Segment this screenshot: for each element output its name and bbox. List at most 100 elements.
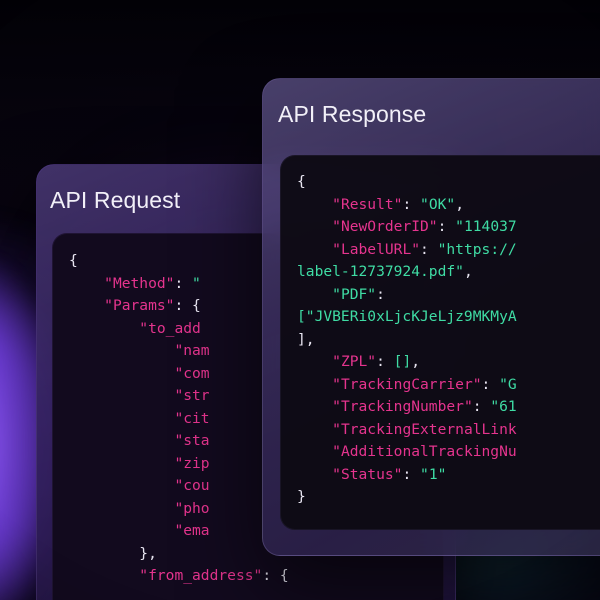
code-key: "pho <box>174 499 210 517</box>
code-punctuation <box>69 320 139 337</box>
code-key: "NewOrderID" <box>332 218 438 235</box>
code-punctuation: : <box>376 285 385 303</box>
code-key: "sta <box>174 432 210 449</box>
code-punctuation <box>297 218 332 235</box>
code-punctuation: : { <box>174 297 201 314</box>
code-punctuation: { <box>69 252 78 269</box>
code-punctuation: : <box>402 195 421 213</box>
code-punctuation: : <box>402 465 421 483</box>
code-punctuation <box>69 500 174 517</box>
api-response-code-pane[interactable]: { "Result": "OK", "NewOrderID": "114037 … <box>280 155 600 530</box>
code-key: "Method" <box>104 274 175 292</box>
code-line: "cou <box>69 475 289 498</box>
code-punctuation: : <box>472 398 491 415</box>
code-punctuation <box>69 275 104 292</box>
api-request-title: API Request <box>50 187 181 213</box>
code-key: "TrackingNumber" <box>332 398 473 415</box>
code-key: "nam <box>174 342 210 359</box>
code-punctuation <box>69 477 174 494</box>
code-key: "TrackingExternalLink <box>332 420 517 438</box>
code-line: "ZPL": [], <box>297 351 517 374</box>
code-line: { <box>297 171 517 194</box>
code-punctuation: { <box>297 173 306 190</box>
code-punctuation: , <box>455 195 464 213</box>
code-line: "AdditionalTrackingNu <box>297 441 517 464</box>
code-punctuation: , <box>463 263 473 280</box>
code-line: "Method": " <box>69 273 289 296</box>
code-key: "cit <box>174 409 210 427</box>
code-punctuation <box>69 455 174 472</box>
code-punctuation <box>69 342 174 359</box>
code-key: "str <box>174 387 210 404</box>
code-value: [] <box>393 353 412 370</box>
code-punctuation: }, <box>69 544 157 562</box>
code-line: "PDF": <box>297 284 517 307</box>
code-punctuation <box>297 196 332 213</box>
api-request-code: { "Method": " "Params": { "to_add "nam "… <box>69 250 289 588</box>
code-line: "TrackingExternalLink <box>297 419 517 442</box>
code-line: "nam <box>69 340 289 363</box>
code-punctuation <box>297 466 332 483</box>
code-punctuation <box>69 567 139 584</box>
code-punctuation <box>297 286 332 303</box>
code-key: "cou <box>174 477 210 494</box>
code-key: "ZPL" <box>332 353 377 370</box>
code-value: "OK" <box>420 195 456 213</box>
code-punctuation <box>297 421 332 438</box>
code-punctuation: : { <box>262 567 289 584</box>
code-value: "PDF" <box>332 285 377 303</box>
code-key: "LabelURL" <box>332 240 421 258</box>
code-key: "zip <box>174 454 210 472</box>
code-key: "TrackingCarrier" <box>332 375 482 393</box>
code-value: " <box>192 274 201 292</box>
api-response-code: { "Result": "OK", "NewOrderID": "114037 … <box>297 171 517 509</box>
code-punctuation <box>69 365 174 382</box>
code-value: label-12737924.pdf" <box>297 263 464 280</box>
code-punctuation: ], <box>297 330 315 348</box>
code-line: "Status": "1" <box>297 464 517 487</box>
code-punctuation <box>69 432 174 449</box>
code-value: "114037 <box>455 218 517 235</box>
code-punctuation <box>69 297 104 314</box>
code-line: "ema <box>69 520 289 543</box>
code-line: "Result": "OK", <box>297 194 517 217</box>
code-line: label-12737924.pdf", <box>297 261 517 284</box>
code-key: "Result" <box>332 195 403 213</box>
code-line: "str <box>69 385 289 408</box>
code-line: "TrackingNumber": "61 <box>297 396 517 419</box>
code-line: "sta <box>69 430 289 453</box>
code-line: } <box>297 486 517 509</box>
code-punctuation: : <box>437 218 456 235</box>
code-key: "Status" <box>332 465 403 483</box>
code-line: "TrackingCarrier": "G <box>297 374 517 397</box>
code-punctuation: , <box>411 353 421 370</box>
code-punctuation <box>297 241 332 258</box>
code-punctuation: : <box>376 353 394 370</box>
code-key: "to_add <box>139 319 201 337</box>
code-value: "61 <box>490 398 517 415</box>
code-line: { <box>69 250 289 273</box>
code-punctuation: : <box>420 240 438 258</box>
code-value: "1" <box>420 465 447 483</box>
code-key: "AdditionalTrackingNu <box>332 443 517 460</box>
code-line: "NewOrderID": "114037 <box>297 216 517 239</box>
api-response-title: API Response <box>278 101 427 127</box>
code-line: ], <box>297 329 517 352</box>
code-punctuation <box>69 410 174 427</box>
code-line: "to_add <box>69 318 289 341</box>
code-key: "ema <box>174 522 210 539</box>
code-line: "pho <box>69 498 289 521</box>
code-line: "cit <box>69 408 289 431</box>
code-line: ["JVBERi0xLjcKJeLjz9MKMyA <box>297 306 517 329</box>
code-value: "G <box>499 375 517 393</box>
code-key: "from_address" <box>139 567 263 584</box>
code-key: "com <box>174 364 210 382</box>
code-line: }, <box>69 543 289 566</box>
code-punctuation <box>69 387 174 404</box>
code-punctuation <box>297 376 332 393</box>
code-key: "Params" <box>104 297 175 314</box>
code-value: "https:// <box>437 240 517 258</box>
code-punctuation <box>297 443 332 460</box>
code-line: "Params": { <box>69 295 289 318</box>
